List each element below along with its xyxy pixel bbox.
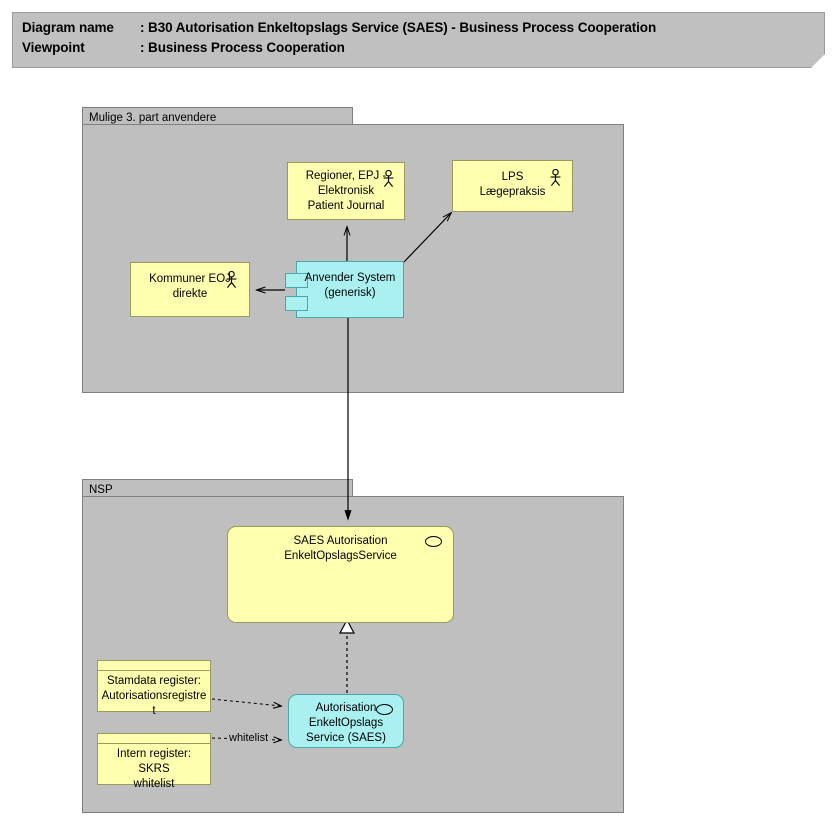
node-stamdata-register-label: Stamdata register: Autorisationsregistre… <box>101 675 207 717</box>
node-intern-register-skrs-whitelist[interactable]: Intern register: SKRS whitelist <box>97 733 211 790</box>
node-regioner-epj-label: Regioner, EPJ - Elektronisk Patient Jour… <box>305 170 387 212</box>
group-header-mulige-3-part-anvendere: Mulige 3. part anvendere <box>82 107 353 125</box>
viewpoint-line: Viewpoint: Business Process Cooperation <box>22 40 345 55</box>
viewpoint-separator: : <box>140 40 149 55</box>
group-header-nsp: NSP <box>82 479 353 497</box>
diagram-name-value: B30 Autorisation Enkeltopslags Service (… <box>148 20 657 35</box>
node-anvender-system[interactable]: Anvender System (generisk) <box>285 261 404 318</box>
node-autorisation-enkeltopslags-service-saes-label: Autorisation EnkeltOpslags Service (SAES… <box>306 702 386 744</box>
data-object-header-strip <box>98 661 210 671</box>
node-kommuner-eoj-direkte[interactable]: Kommuner EOJ direkte <box>130 262 250 317</box>
viewpoint-value: Business Process Cooperation <box>148 40 345 55</box>
node-regioner-epj[interactable]: Regioner, EPJ - Elektronisk Patient Jour… <box>287 162 405 220</box>
diagram-name-line: Diagram name : B30 Autorisation Enkeltop… <box>22 20 656 35</box>
component-body <box>296 261 404 318</box>
node-intern-register-label: Intern register: SKRS whitelist <box>116 748 192 790</box>
data-object-header-strip <box>98 734 210 744</box>
business-actor-icon <box>383 170 394 187</box>
node-lps-laegepraksis-label: LPS Lægepraksis <box>479 171 546 198</box>
business-actor-icon <box>550 169 561 186</box>
viewpoint-label: Viewpoint <box>22 40 85 55</box>
edge-label-whitelist: whitelist <box>228 732 270 744</box>
diagram-name-separator: : <box>140 20 149 35</box>
node-autorisation-enkeltopslags-service-saes[interactable]: Autorisation EnkeltOpslags Service (SAES… <box>288 694 404 748</box>
node-stamdata-register-autorisationsregistret[interactable]: Stamdata register: Autorisationsregistre… <box>97 660 211 717</box>
diagram-title-banner: Diagram name : B30 Autorisation Enkeltop… <box>12 12 825 68</box>
node-lps-laegepraksis[interactable]: LPS Lægepraksis <box>452 160 573 212</box>
interface-oval-icon <box>376 704 393 715</box>
node-saes-autorisation-enkeltopslagsservice-label: SAES Autorisation EnkeltOpslagsService <box>284 535 397 562</box>
interface-oval-icon <box>425 536 442 547</box>
node-kommuner-eoj-direkte-label: Kommuner EOJ direkte <box>149 273 231 300</box>
node-anvender-system-label: Anvender System (generisk) <box>304 272 396 299</box>
component-tab-lower-icon <box>285 296 308 311</box>
component-tab-upper-icon <box>285 273 308 288</box>
business-actor-icon <box>226 271 237 288</box>
node-saes-autorisation-enkeltopslagsservice[interactable]: SAES Autorisation EnkeltOpslagsService <box>227 526 454 623</box>
diagram-name-label: Diagram name <box>22 20 118 35</box>
